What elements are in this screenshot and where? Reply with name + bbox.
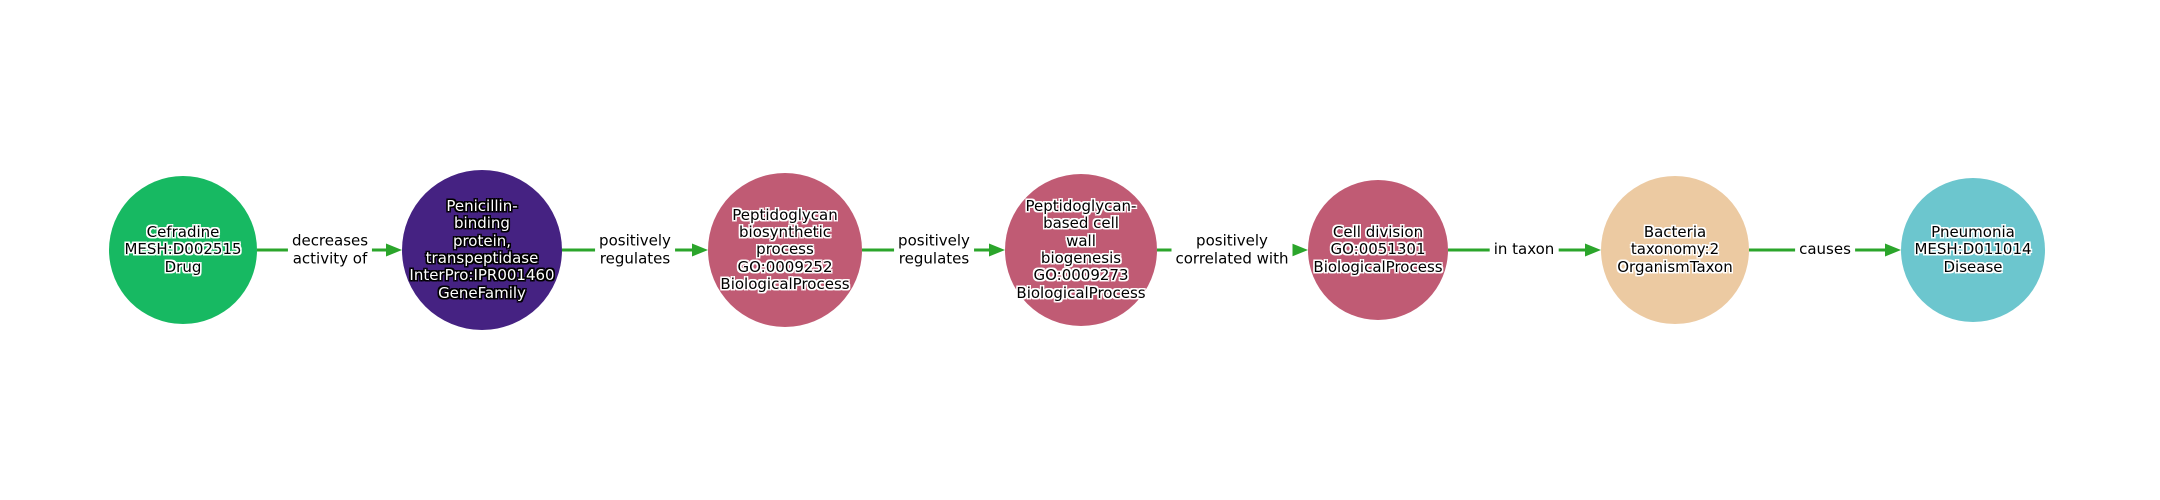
node-bacteria-organism-taxon: Bacteria taxonomy:2 OrganismTaxon xyxy=(1601,176,1749,324)
edge-label-in-taxon: in taxon xyxy=(1489,239,1559,261)
edge-label-positively-regulates-1: positively regulates xyxy=(595,230,675,270)
node-peptidoglycan-cell-wall-biogenesis: Peptidoglycan- based cell wall biogenesi… xyxy=(1005,174,1157,326)
edge-label-positively-regulates-2: positively regulates xyxy=(894,230,974,270)
node-cell-division-process: Cell division GO:0051301 BiologicalProce… xyxy=(1308,180,1448,320)
node-penicillin-binding-protein-gene-family: Penicillin- binding protein, transpeptid… xyxy=(402,170,562,330)
edge-label-decreases-activity-of: decreases activity of xyxy=(287,230,373,270)
node-pneumonia-disease: Pneumonia MESH:D011014 Disease xyxy=(1901,178,2045,322)
edge-label-causes: causes xyxy=(1795,239,1855,261)
node-peptidoglycan-biosynthetic-process: Peptidoglycan biosynthetic process GO:00… xyxy=(708,173,862,327)
edge-label-positively-correlated-with: positively correlated with xyxy=(1171,230,1293,270)
node-cefradine-drug: Cefradine MESH:D002515 Drug xyxy=(109,176,257,324)
